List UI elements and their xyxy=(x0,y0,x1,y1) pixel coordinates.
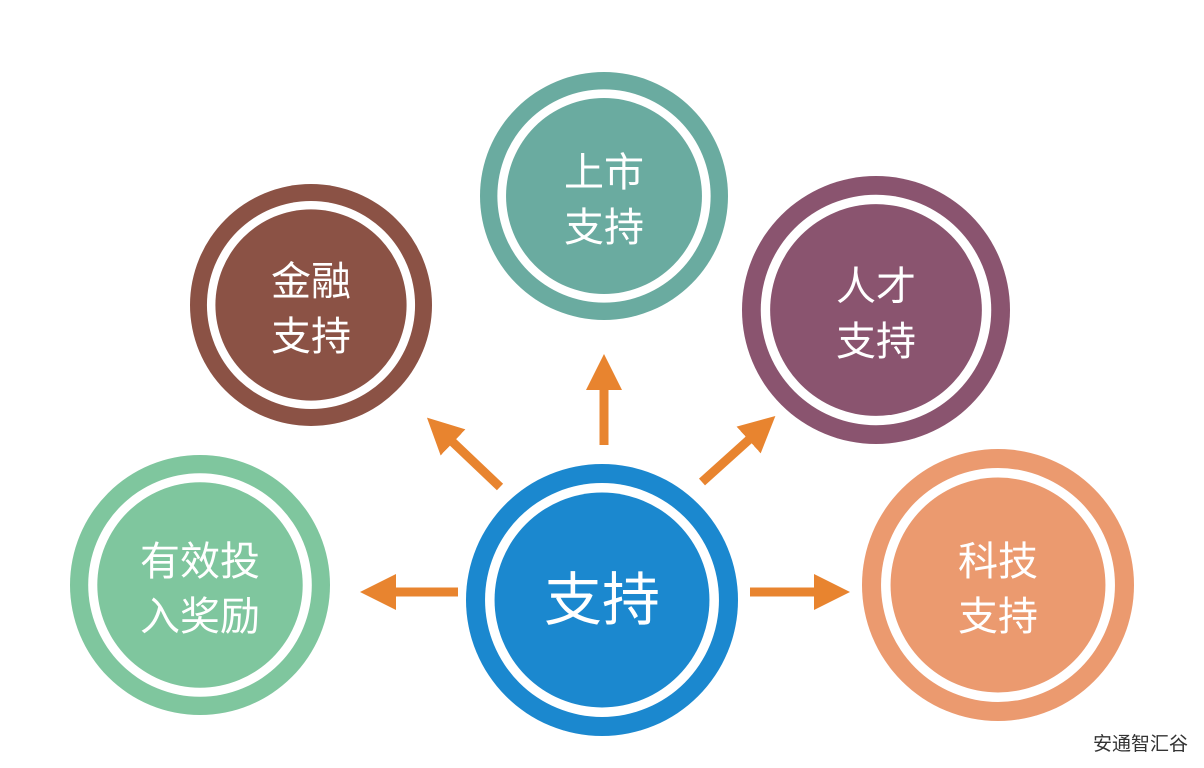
arrow-up-right xyxy=(698,415,776,486)
node-finance-label-line1: 金融 xyxy=(271,259,351,305)
node-listing-inner xyxy=(506,98,702,294)
arrows xyxy=(360,354,850,610)
arrow-up-left xyxy=(426,417,504,491)
node-finance-label-line2: 支持 xyxy=(271,314,351,360)
node-investment-label-line1: 有效投 xyxy=(140,539,260,585)
node-technology-inner xyxy=(890,477,1106,693)
node-talent-inner xyxy=(770,204,982,416)
credit-text: 安通智汇谷 xyxy=(1092,733,1188,755)
node-finance-inner xyxy=(215,209,407,401)
node-center: 支持 xyxy=(466,464,738,736)
node-listing-label-line1: 上市 xyxy=(564,150,644,196)
node-listing-label-line2: 支持 xyxy=(564,205,644,251)
node-technology-label-line1: 科技 xyxy=(958,539,1038,585)
node-investment-label-line2: 入奖励 xyxy=(140,594,260,640)
node-center-label: 支持 xyxy=(544,566,660,634)
node-talent-label-line2: 支持 xyxy=(836,319,916,365)
node-investment-inner xyxy=(97,482,303,688)
node-center-inner xyxy=(494,492,710,708)
node-talent-label-line1: 人才 xyxy=(836,264,916,310)
node-technology-label-line2: 支持 xyxy=(958,594,1038,640)
